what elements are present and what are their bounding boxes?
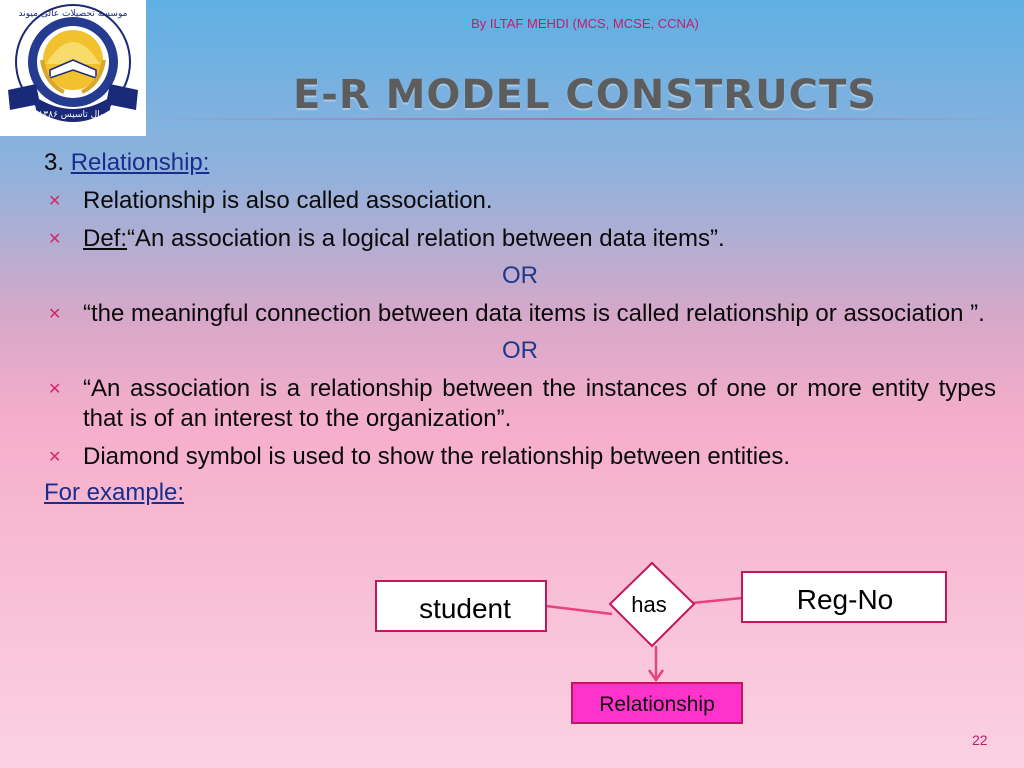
author-byline: By ILTAF MEHDI (MCS, MCSE, CCNA) (471, 16, 699, 31)
page-number: 22 (972, 732, 988, 748)
relationship-diamond[interactable]: has (608, 561, 696, 648)
slide-content: 3. Relationship: ✕ Relationship is also … (44, 148, 996, 508)
definition-term: Def: (83, 225, 128, 252)
bullet-x-icon: ✕ (48, 381, 62, 398)
bullet-text: “An association is a logical relation be… (127, 225, 725, 252)
bullet-text: “the meaningful connection between data … (83, 300, 985, 327)
bullet-item: ✕ Def:“An association is a logical relat… (44, 224, 996, 254)
bullet-item: ✕ “An association is a relationship betw… (44, 374, 996, 434)
bullet-item: ✕ Diamond symbol is used to show the rel… (44, 442, 996, 472)
institute-logo: سال تاسیس ۱۳۸۶ موسسه تحصیلات عالی میوند (0, 0, 146, 136)
arrow-down-icon (647, 669, 665, 683)
bullet-text: “An association is a relationship betwee… (83, 375, 996, 432)
bullet-item: ✕ Relationship is also called associatio… (44, 186, 996, 216)
entity-reg-no[interactable]: Reg-No (741, 571, 947, 623)
callout-label: Relationship (599, 693, 715, 716)
relationship-heading-link[interactable]: Relationship: (70, 149, 210, 176)
relationship-callout: Relationship (571, 682, 743, 724)
connector-line (691, 596, 743, 605)
title-divider (146, 118, 1024, 120)
svg-text:سال تاسیس ۱۳۸۶: سال تاسیس ۱۳۸۶ (39, 110, 108, 120)
svg-text:موسسه تحصیلات عالی میوند: موسسه تحصیلات عالی میوند (19, 9, 128, 19)
bullet-x-icon: ✕ (48, 306, 62, 323)
bullet-x-icon: ✕ (48, 449, 62, 466)
section-number: 3. (44, 149, 65, 176)
or-separator: OR (502, 262, 538, 289)
for-example-link[interactable]: For example: (44, 479, 185, 506)
entity-student[interactable]: student (375, 580, 547, 632)
entity-label: Reg-No (797, 584, 893, 615)
or-separator: OR (502, 337, 538, 364)
slide-title: E-R MODEL CONSTRUCTS (292, 72, 878, 118)
diamond-term: Diamond (83, 443, 180, 470)
connector-line (545, 604, 613, 616)
seal-icon: سال تاسیس ۱۳۸۶ موسسه تحصیلات عالی میوند (8, 4, 138, 122)
relationship-label: has (631, 592, 666, 617)
bullet-x-icon: ✕ (48, 231, 62, 248)
bullet-text: symbol is used to show the relationship … (179, 443, 791, 470)
bullet-item: ✕ “the meaningful connection between dat… (44, 299, 996, 329)
bullet-text: Relationship is also called association. (83, 187, 493, 214)
bullet-x-icon: ✕ (48, 193, 62, 210)
section-heading: 3. Relationship: (44, 148, 996, 178)
entity-label: student (419, 593, 511, 624)
